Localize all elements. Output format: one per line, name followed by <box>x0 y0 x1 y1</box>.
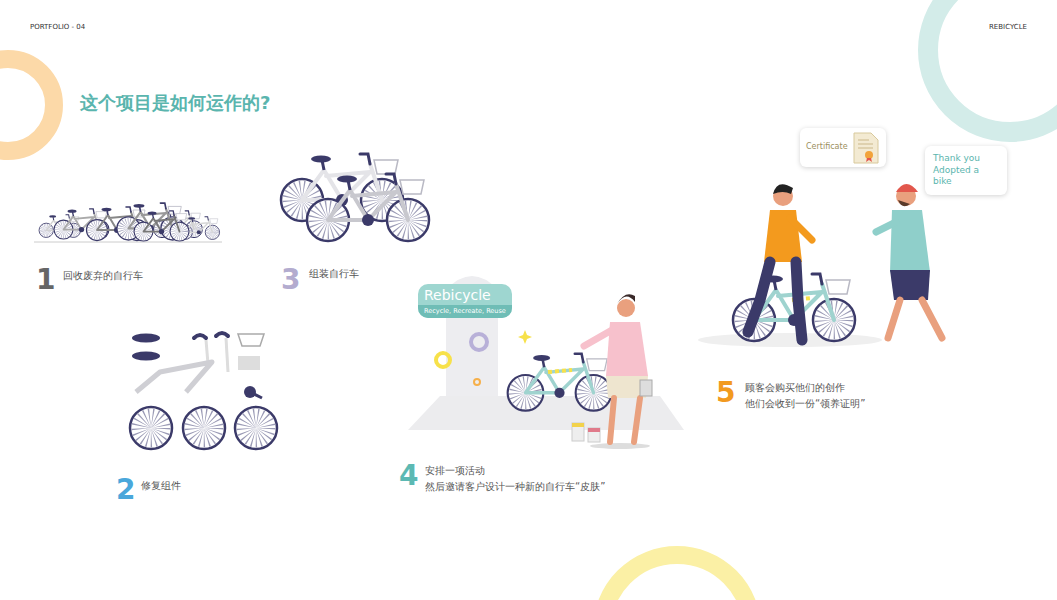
step-caption: 回收废弃的自行车 <box>63 270 143 282</box>
certificate-bubble: Certificate <box>800 128 886 167</box>
step-caption: 安排一项活动 <box>425 465 485 477</box>
page-header: REBICYCLE <box>989 23 1027 31</box>
node-text: Rebicycle <box>418 287 512 305</box>
page-header: PORTFOLIO - 04 <box>30 23 85 31</box>
step-caption: 顾客会购买他们的创作 <box>745 382 845 394</box>
step-number: 4 <box>399 462 418 490</box>
step-caption: 组装自行车 <box>309 268 359 280</box>
page-title: 这个项目是如何运作的? <box>80 92 270 114</box>
step-caption: 他们会收到一份“领养证明” <box>745 398 865 410</box>
step-caption: 修复组件 <box>141 480 181 492</box>
step-number: 5 <box>716 379 735 407</box>
step-caption: 然后邀请客户设计一种新的自行车“皮肤” <box>425 481 605 493</box>
step-number: 2 <box>116 476 135 504</box>
sign-board: RebicycleRecycle, Recreate, Reuse <box>418 284 512 318</box>
node-text: Certificate <box>806 142 848 151</box>
certificate-icon <box>853 132 879 164</box>
step-number: 1 <box>36 266 55 294</box>
node-text: Thank you Adopted a bike <box>933 153 999 188</box>
step-number: 3 <box>281 266 300 294</box>
speech-bubble: Thank you Adopted a bike <box>925 146 1007 195</box>
node-text: Recycle, Recreate, Reuse <box>418 305 512 318</box>
